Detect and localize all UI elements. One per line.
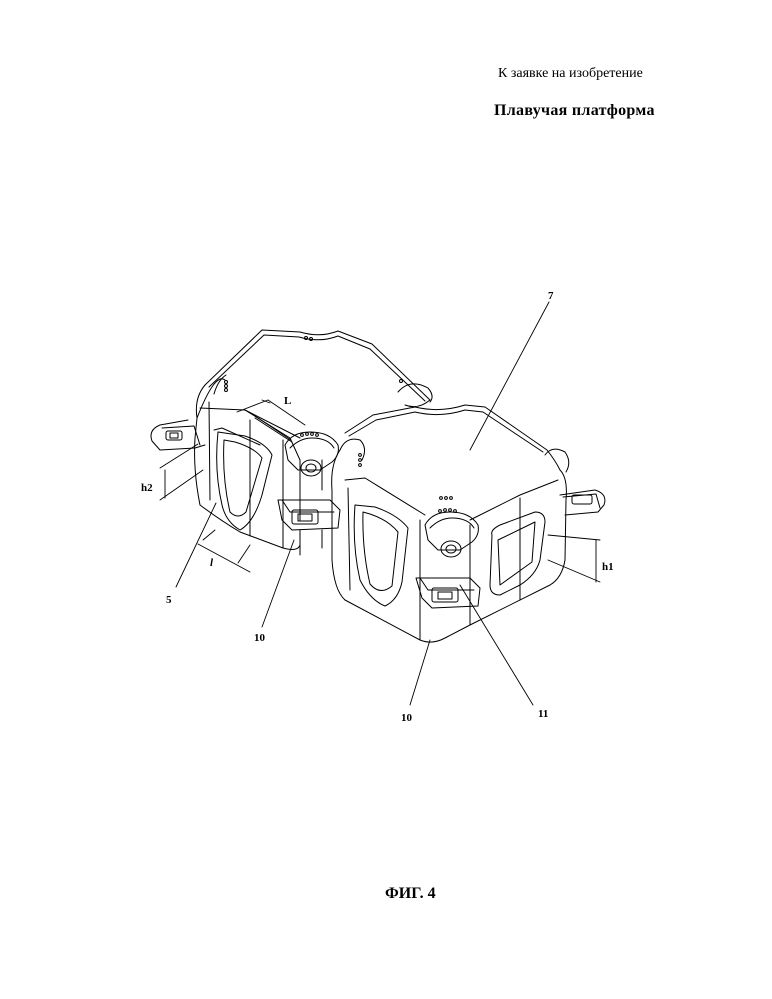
- dimension-lines: [160, 302, 600, 705]
- ref-L: L: [284, 395, 291, 407]
- ref-11: 11: [538, 708, 548, 720]
- ref-10-front: 10: [401, 712, 413, 724]
- ref-h1: h1: [602, 561, 614, 573]
- figure-caption: ФИГ. 4: [385, 885, 436, 903]
- ref-5: 5: [166, 594, 172, 606]
- ref-7: 7: [548, 290, 554, 302]
- center-coupling: [278, 432, 340, 555]
- ref-h2: h2: [141, 482, 153, 494]
- right-float-module: [332, 405, 605, 642]
- ref-l: l: [210, 557, 214, 569]
- ref-10-left: 10: [254, 632, 266, 644]
